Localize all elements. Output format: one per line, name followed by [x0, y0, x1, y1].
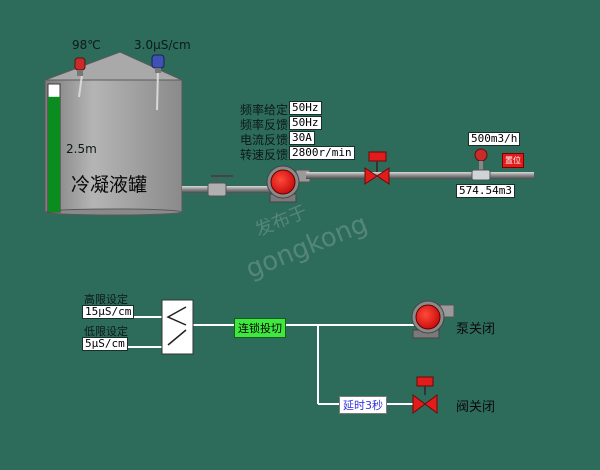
high-limit-input[interactable]: 15μS/cm: [82, 305, 135, 319]
tank-body: [44, 79, 183, 213]
flowmeter-icon: [471, 148, 491, 181]
low-limit-label: 低限设定: [84, 325, 128, 338]
low-limit-input[interactable]: 5μS/cm: [82, 337, 128, 351]
secondary-pump-icon: [411, 300, 455, 339]
conductivity-sensor-icon: [151, 54, 165, 111]
tank-name: 冷凝液罐: [71, 174, 148, 196]
param-value: 50Hz: [289, 116, 322, 130]
temperature-sensor-icon: [74, 57, 86, 98]
interlock-toggle-button[interactable]: 连锁投切: [234, 318, 286, 338]
main-pipe: [306, 172, 534, 179]
main-pump-icon: [266, 165, 311, 203]
manual-valve-icon: [207, 175, 233, 197]
pump-status: 泵关闭: [456, 322, 496, 337]
level-gauge-fill: [48, 96, 60, 212]
outlet-pipe: [182, 186, 272, 193]
secondary-valve-icon: [412, 376, 438, 414]
reset-button[interactable]: 置位: [502, 153, 524, 168]
param-label: 电流反馈: [240, 133, 289, 147]
high-limit-label: 高限设定: [84, 293, 128, 306]
temperature-label: 98℃: [72, 38, 101, 52]
control-valve-icon: [364, 151, 390, 185]
flow-rate-display: 500m3/h: [468, 132, 521, 146]
flow-total-display: 574.54m3: [456, 184, 515, 198]
watermark: 发布于 gongkong: [242, 201, 372, 285]
comparator-block: [161, 299, 194, 355]
param-value: 50Hz: [289, 101, 322, 115]
conductivity-label: 3.0μS/cm: [134, 38, 191, 52]
valve-status: 阀关闭: [456, 400, 496, 415]
delay-label: 延时3秒: [339, 396, 387, 414]
tank-level-label: 2.5m: [66, 142, 97, 156]
param-value: 30A: [289, 131, 315, 145]
param-value: 2800r/min: [289, 146, 355, 160]
param-label: 转速反馈: [240, 148, 289, 162]
param-label: 频率给定: [240, 103, 289, 117]
param-label: 频率反馈: [240, 118, 289, 132]
